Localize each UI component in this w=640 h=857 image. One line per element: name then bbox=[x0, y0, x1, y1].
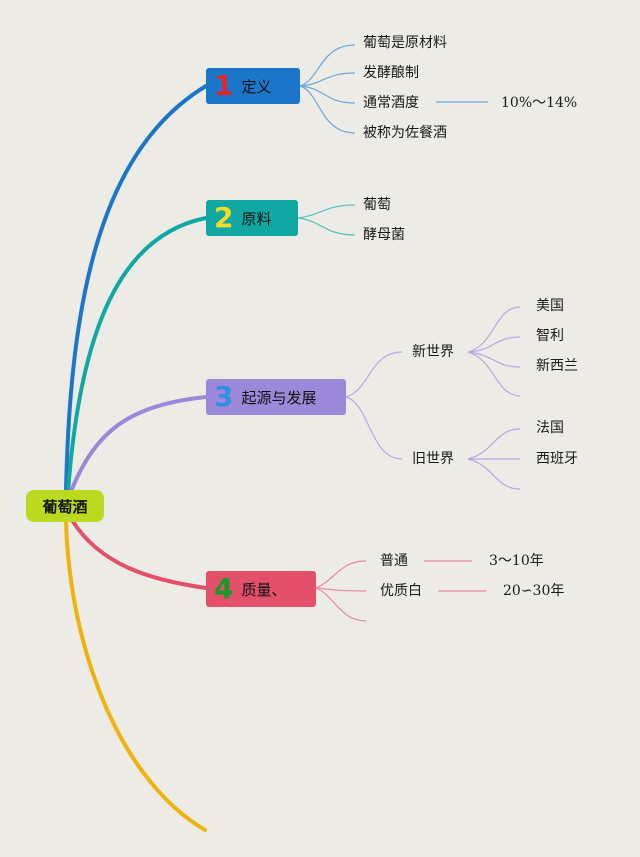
root-node[interactable]: 葡萄酒 bbox=[26, 490, 104, 522]
branch-1-leaf-2: 发酵酿制 bbox=[363, 65, 419, 81]
branch-3-group-1-label: 新世界 bbox=[412, 344, 454, 360]
branch-1-value: 10%～14% bbox=[501, 95, 578, 111]
branch-4-value-1: 3～10年 bbox=[489, 553, 544, 569]
branch-3-group-2-item-1: 法国 bbox=[536, 420, 564, 436]
branch-1-label: 定义 bbox=[241, 77, 272, 96]
branch-3-number: 3 bbox=[214, 380, 234, 413]
branch-4-leaf-1: 普通 bbox=[380, 553, 408, 569]
branch-line-1 bbox=[64, 84, 208, 494]
branch-node-2[interactable]: 2 原料 bbox=[206, 200, 298, 236]
branch-2-leaf-2: 酵母菌 bbox=[363, 227, 405, 243]
branch-4-leaf-2: 优质白 bbox=[380, 583, 422, 599]
branch-line-4 bbox=[70, 518, 208, 590]
branch-1-leaf-4: 被称为佐餐酒 bbox=[363, 125, 447, 141]
root-label: 葡萄酒 bbox=[42, 497, 88, 516]
branch-2-label: 原料 bbox=[241, 209, 272, 228]
branch-3-group-1-item-2: 智利 bbox=[536, 328, 564, 344]
branch-line-extra bbox=[64, 520, 207, 832]
branch-3-group-1-item-1: 美国 bbox=[536, 298, 564, 314]
branch-3-group-2-label: 旧世界 bbox=[412, 451, 454, 467]
branch-3-leaf-lines bbox=[345, 306, 521, 490]
branch-node-3[interactable]: 3 起源与发展 bbox=[206, 379, 346, 415]
branch-line-3 bbox=[68, 395, 208, 496]
branch-1-number: 1 bbox=[214, 69, 234, 102]
branch-2-number: 2 bbox=[214, 201, 234, 234]
branch-3-label: 起源与发展 bbox=[241, 388, 317, 407]
branch-1-leaf-lines bbox=[299, 44, 488, 134]
branch-node-4[interactable]: 4 质量、 bbox=[206, 571, 316, 607]
branch-1-leaf-3: 通常酒度 bbox=[363, 95, 419, 111]
branch-2-leaf-1: 葡萄 bbox=[363, 197, 391, 213]
branch-node-1[interactable]: 1 定义 bbox=[206, 68, 300, 104]
branch-4-value-2: 20∽30年 bbox=[503, 583, 565, 599]
branch-1-leaf-1: 葡萄是原材料 bbox=[363, 35, 447, 51]
branch-3-group-2-item-2: 西班牙 bbox=[536, 451, 578, 467]
branch-3-group-1-item-3: 新西兰 bbox=[536, 358, 578, 374]
branch-4-leaf-lines bbox=[315, 560, 486, 622]
branch-line-2 bbox=[66, 216, 208, 494]
branch-4-number: 4 bbox=[214, 572, 234, 605]
branch-4-label: 质量、 bbox=[241, 580, 287, 599]
branch-2-leaf-lines bbox=[297, 204, 356, 236]
